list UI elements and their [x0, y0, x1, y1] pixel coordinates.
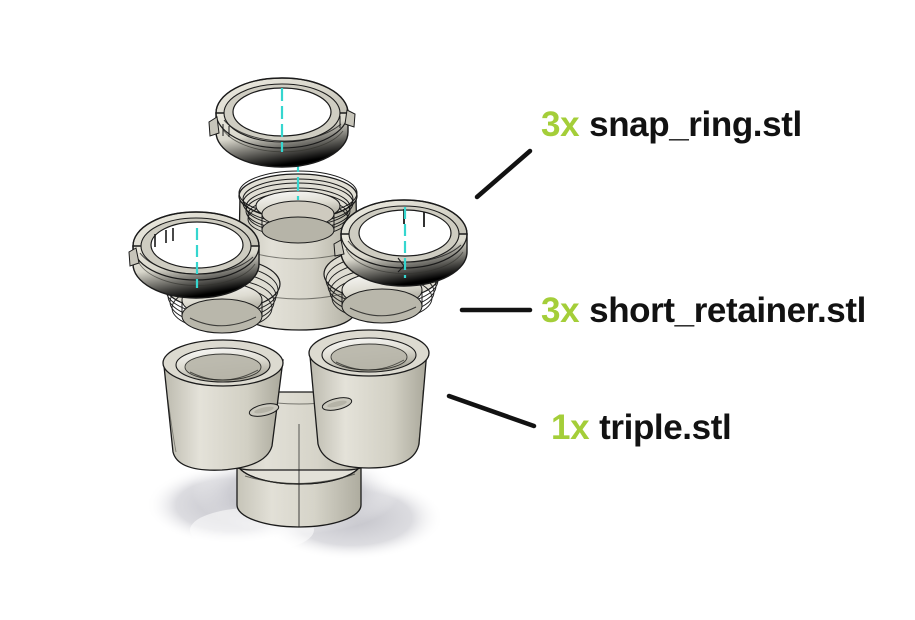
snap-ring-right — [333, 199, 468, 287]
part-name-short-retainer: short_retainer.stl — [589, 291, 866, 330]
leader-snap-ring — [474, 148, 533, 200]
leader-triple — [446, 393, 537, 429]
left-branch-tube — [162, 339, 284, 471]
right-branch-tube — [308, 329, 430, 469]
snap-ring-center-tabs — [208, 109, 356, 137]
snap-ring-center — [208, 77, 356, 168]
part-name-snap-ring: snap_ring.stl — [589, 105, 802, 144]
snap-ring-left-fingers — [128, 228, 174, 267]
leader-lines — [446, 148, 537, 429]
part-quantity-short-retainer: 3x — [541, 291, 580, 330]
part-quantity-snap-ring: 3x — [541, 105, 580, 144]
right-branch-boss — [321, 397, 353, 411]
part-quantity-triple: 1x — [551, 408, 590, 447]
left-branch-boss — [248, 403, 280, 417]
part-name-triple: triple.stl — [599, 408, 732, 447]
snap-ring-left — [128, 211, 260, 299]
